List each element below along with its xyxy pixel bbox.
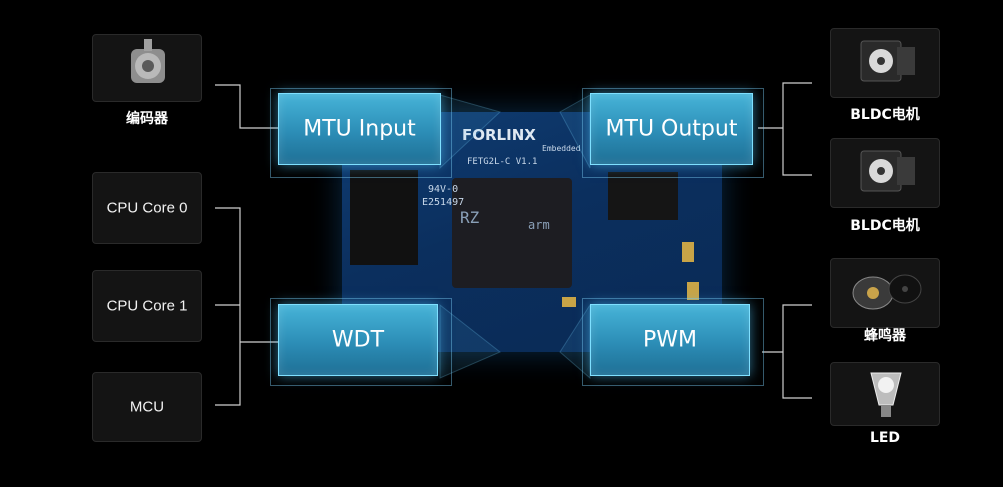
encoder-box [92,34,202,102]
cpu-core-1-box: CPU Core 1 [92,270,202,342]
pwm-label: PWM [642,327,697,353]
mcu-label: MCU [129,398,165,416]
board-cert-code: E251497 [422,197,465,208]
mtu-input-frame [270,88,452,178]
secondary-chip [608,172,678,220]
motor-icon [860,150,915,192]
cpu-core-0-box: CPU Core 0 [92,172,202,244]
pwm-block: PWM [590,304,750,376]
buzzer-label: 蜂鸣器 [864,328,906,344]
buzzer-icon [852,274,922,310]
mtu-input-label: MTU Input [303,116,416,142]
wdt-block: WDT [278,304,438,376]
buzzer-box [830,258,940,328]
cpu-core-1-label: CPU Core 1 [106,297,188,315]
memory-chip [350,170,418,265]
arm-mark: arm [528,218,550,232]
solder-pad [687,282,699,300]
bldc-motor-1-box [830,28,940,98]
pwm-frame [582,298,764,386]
led-label: LED [869,430,901,446]
mtu-output-frame [582,88,764,178]
bldc-motor-1-label: BLDC电机 [850,107,920,123]
board-brand-sub: Embedded [542,144,581,153]
mtu-input-block: MTU Input [278,93,441,165]
wdt-frame [270,298,452,386]
encoder-icon [131,39,165,83]
motor-icon [860,40,915,82]
wdt-label: WDT [331,327,385,353]
encoder-label: 编码器 [126,111,168,127]
led-box [830,362,940,426]
bldc-motor-2-label: BLDC电机 [850,218,920,234]
board-model: FETG2L-C V1.1 [467,157,538,167]
mtu-output-block: MTU Output [590,93,753,165]
main-soc-chip: RZ arm [452,178,572,288]
bldc-motor-2-box [830,138,940,208]
chip-marking: RZ [460,208,480,227]
mtu-output-label: MTU Output [605,116,738,142]
led-bulb-icon [870,372,902,417]
solder-pad [682,242,694,262]
cpu-core-0-label: CPU Core 0 [106,199,188,217]
board-rating: 94V-0 [428,184,459,195]
mcu-box: MCU [92,372,202,442]
solder-pad [562,297,576,307]
board-brand: FORLINX [462,126,536,144]
